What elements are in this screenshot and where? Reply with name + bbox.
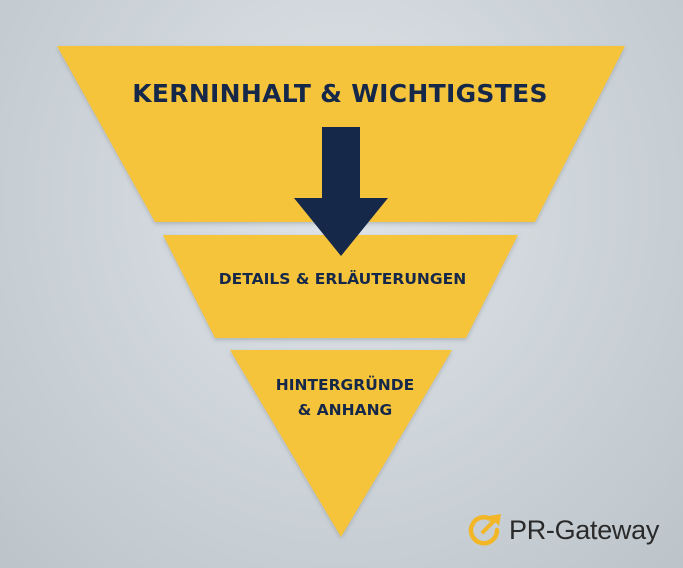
level-top-label: KERNINHALT & WICHTIGSTES [132, 79, 548, 108]
pr-gateway-logo: PR-Gateway [466, 510, 659, 550]
level-bottom-label: HINTERGRÜNDE & ANHANG [250, 373, 440, 423]
level-bottom-label-line1: HINTERGRÜNDE [275, 376, 415, 394]
pyramid-level-bottom [230, 350, 452, 537]
level-bottom-label-line2: & ANHANG [297, 401, 393, 419]
level-middle-label: DETAILS & ERLÄUTERUNGEN [218, 270, 467, 288]
pyramid-level-middle [163, 235, 518, 338]
gateway-circle-arrow-icon [468, 514, 501, 546]
logo-text: PR-Gateway [509, 514, 660, 545]
down-arrow [294, 127, 388, 256]
